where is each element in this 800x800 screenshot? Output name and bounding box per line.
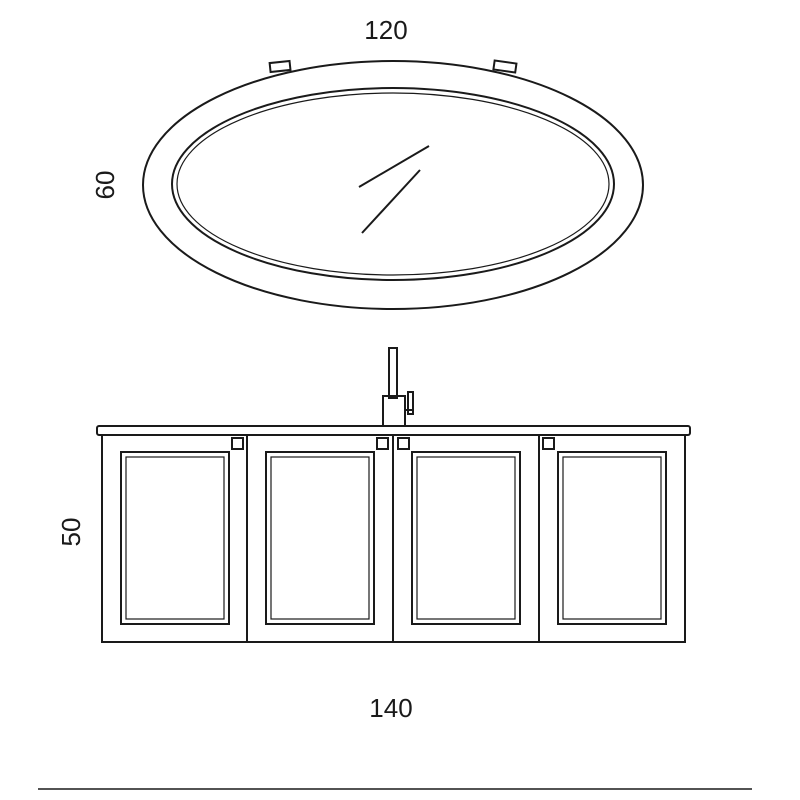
- mirror-frame-inner: [171, 87, 615, 281]
- mirror-height-label: 60: [90, 171, 120, 200]
- door-3-knob: [397, 437, 410, 450]
- mirror-width-label: 120: [364, 15, 407, 45]
- countertop: [96, 425, 691, 436]
- cabinet-door-4: [538, 434, 686, 643]
- door-1-knob: [231, 437, 244, 450]
- faucet: [382, 347, 414, 427]
- mirror-reflection-line-2: [361, 169, 421, 234]
- cabinet-door-3: [392, 434, 540, 643]
- door-1-panel-inner: [125, 456, 225, 620]
- cabinet-door-1: [101, 434, 248, 643]
- cabinet-door-2: [246, 434, 394, 643]
- faucet-spout: [388, 347, 398, 399]
- door-2-knob: [376, 437, 389, 450]
- door-4-knob: [542, 437, 555, 450]
- mirror-reflection-line-1: [358, 145, 430, 188]
- door-1-panel-outer: [120, 451, 230, 625]
- mirror-bracket-left: [268, 59, 292, 74]
- mirror-glass-edge: [176, 92, 610, 276]
- faucet-body: [382, 395, 406, 427]
- mirror-bracket-right: [492, 59, 518, 74]
- mirror-frame-outer: [142, 60, 644, 310]
- vanity-width-label: 140: [369, 693, 412, 723]
- vanity-cabinet: [96, 347, 691, 643]
- oval-mirror: [142, 59, 644, 310]
- faucet-lever: [407, 391, 414, 415]
- vanity-height-label: 50: [56, 518, 86, 547]
